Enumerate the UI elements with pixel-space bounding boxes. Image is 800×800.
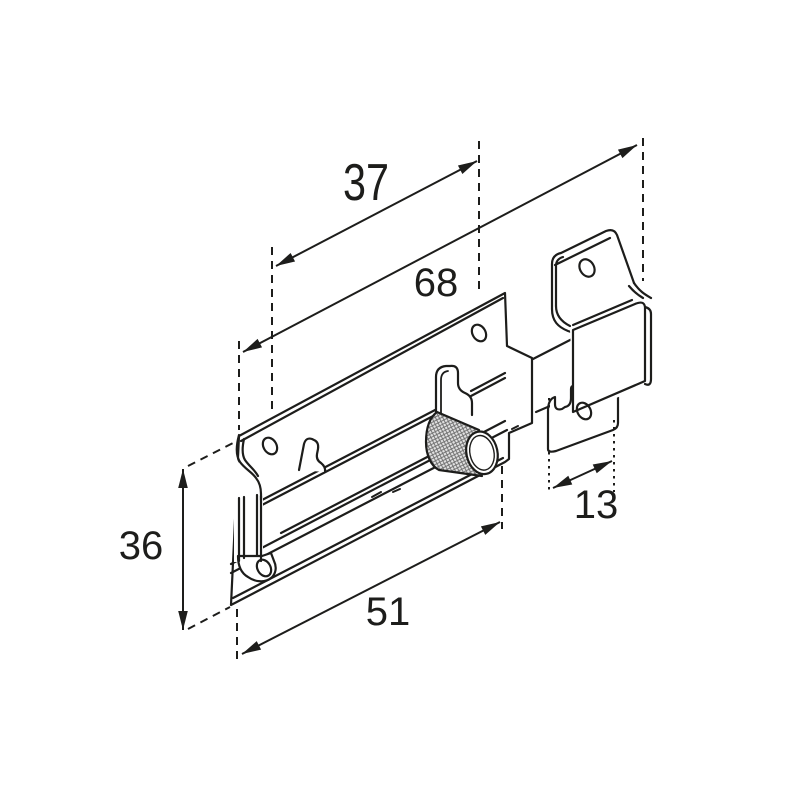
keeper — [546, 229, 653, 453]
carriage-tab-outline — [434, 364, 474, 420]
carriage-tab — [434, 364, 474, 420]
dim-line-plate-length — [241, 521, 501, 655]
bolt-bottom-edge — [279, 452, 435, 535]
dim-label-hole-spacing: 37 — [343, 154, 389, 212]
extension-lines-dotted — [548, 398, 615, 492]
dimension-labels: 37 68 51 36 13 — [119, 154, 619, 634]
ext-line-height-bottom — [187, 606, 231, 630]
slide-bolt-bar — [260, 337, 574, 535]
keeper-neck-right-outer — [632, 281, 653, 300]
bolt-tick-1 — [371, 491, 382, 498]
dimension-lines — [178, 144, 638, 655]
bolt-top-edge — [260, 407, 439, 502]
ext-line-height-top — [187, 440, 238, 467]
dim-label-plate-height: 36 — [119, 524, 164, 568]
bolt-top-edge-thickness — [260, 412, 439, 507]
bolt-guide-bridge-outline — [297, 437, 327, 474]
dim-label-overall-length: 68 — [414, 261, 459, 305]
keeper-box-side — [643, 305, 653, 386]
bolt-tick-3 — [511, 425, 519, 430]
carriage-tab-inner-edge — [440, 370, 449, 417]
dim-label-plate-length: 51 — [366, 590, 411, 634]
bolt-guide-bridge — [297, 437, 327, 474]
knob-face-inner-rim — [468, 434, 495, 471]
left-loop-neck-inner — [241, 437, 260, 478]
bolt-top-edge-far-right — [531, 337, 574, 361]
left-loop-neck-outer — [235, 433, 263, 502]
bolt-top-edge-right — [469, 371, 507, 393]
bolt-top-edge-right-thickness — [469, 376, 507, 398]
dim-line-overall-length — [242, 144, 638, 353]
dim-line-keeper-width — [552, 460, 613, 489]
screw-hole-plate-top-left — [261, 436, 279, 456]
screw-hole-keeper-bottom — [575, 401, 593, 421]
knob — [424, 410, 499, 478]
dim-label-keeper-width: 13 — [574, 483, 619, 527]
knob-body-outline — [424, 410, 484, 478]
bolt-tick-2 — [392, 488, 401, 493]
